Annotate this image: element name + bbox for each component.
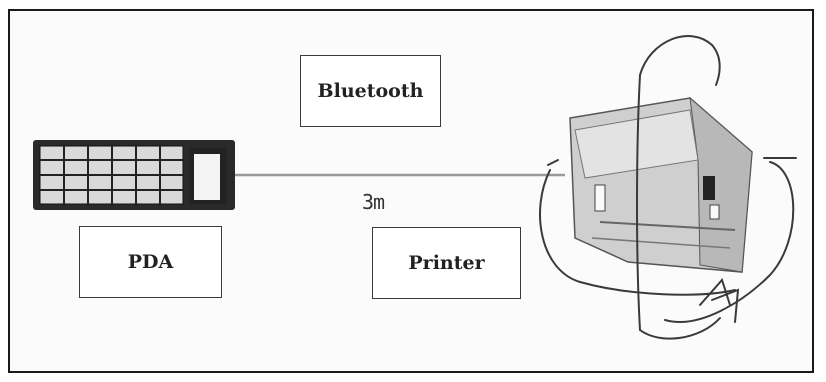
pda-label: PDA xyxy=(127,251,174,273)
signal-loops xyxy=(539,35,797,340)
pda-device-icon xyxy=(33,140,235,210)
bluetooth-label-box: Bluetooth xyxy=(300,55,441,127)
bluetooth-label: Bluetooth xyxy=(317,80,424,102)
printer-label: Printer xyxy=(408,252,485,274)
printer-device-icon xyxy=(569,96,753,273)
distance-label: 3m xyxy=(362,190,385,214)
printer-label-box: Printer xyxy=(372,227,521,299)
pda-label-box: PDA xyxy=(79,226,222,298)
